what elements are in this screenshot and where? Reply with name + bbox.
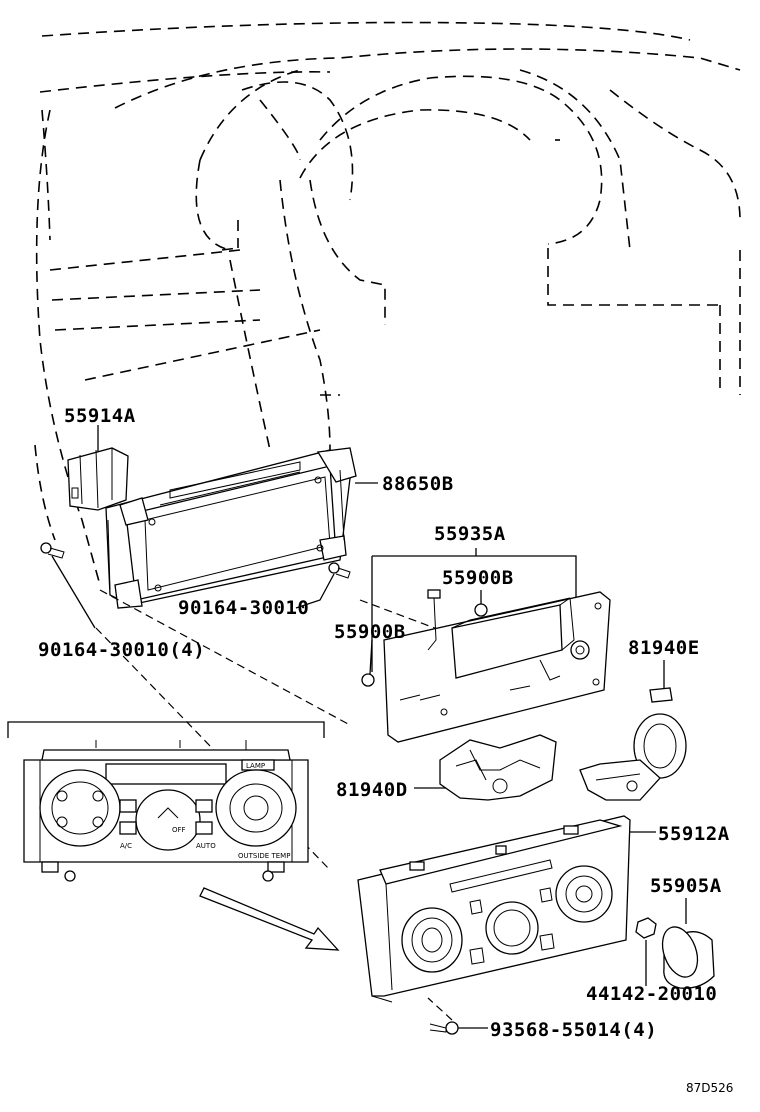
label-88650b: 88650B — [382, 473, 454, 495]
bracket-55914a — [67, 425, 129, 511]
inset-ac-label: A/C — [120, 842, 132, 850]
screw-55900b-left — [361, 639, 375, 687]
figure-id: 87D526 — [686, 1081, 733, 1095]
label-90164-right: 90164-30010 — [178, 597, 309, 619]
bolt-left — [40, 542, 96, 629]
nut-44142 — [635, 917, 657, 986]
leader-dash-3 — [359, 599, 441, 631]
control-panel-55912a — [357, 815, 656, 1003]
bolt-right — [295, 562, 351, 609]
knob-55905a — [661, 898, 715, 989]
inset-auto-label: AUTO — [196, 842, 216, 850]
inset-off-label: OFF — [172, 826, 186, 834]
display-unit-88650b — [105, 447, 378, 609]
label-55912a: 55912A — [658, 823, 730, 845]
inset-lamp-label: LAMP — [246, 762, 265, 770]
label-81940e: 81940E — [628, 637, 700, 659]
label-55900b-top: 55900B — [442, 567, 514, 589]
bracket-81940e — [579, 660, 687, 801]
dashboard-outline — [34, 21, 741, 586]
bracket-81940d — [414, 734, 557, 801]
inset-panel — [23, 740, 309, 882]
screw-93568 — [427, 997, 488, 1035]
label-55900b-left: 55900B — [334, 621, 406, 643]
label-55914a: 55914A — [64, 405, 136, 427]
label-81940d: 81940D — [336, 779, 408, 801]
label-55935a: 55935A — [434, 523, 506, 545]
control-board-55935a — [371, 548, 611, 743]
label-93568: 93568-55014(4) — [490, 1019, 657, 1041]
pointer-arrow — [199, 887, 340, 951]
inset-frame — [7, 721, 325, 738]
leader-dash-1 — [99, 589, 351, 726]
label-44142: 44142-20010 — [586, 983, 717, 1005]
label-55905a: 55905A — [650, 875, 722, 897]
label-90164-left: 90164-30010(4) — [38, 639, 205, 661]
inset-outside-temp-label: OUTSIDE TEMP — [238, 852, 290, 860]
